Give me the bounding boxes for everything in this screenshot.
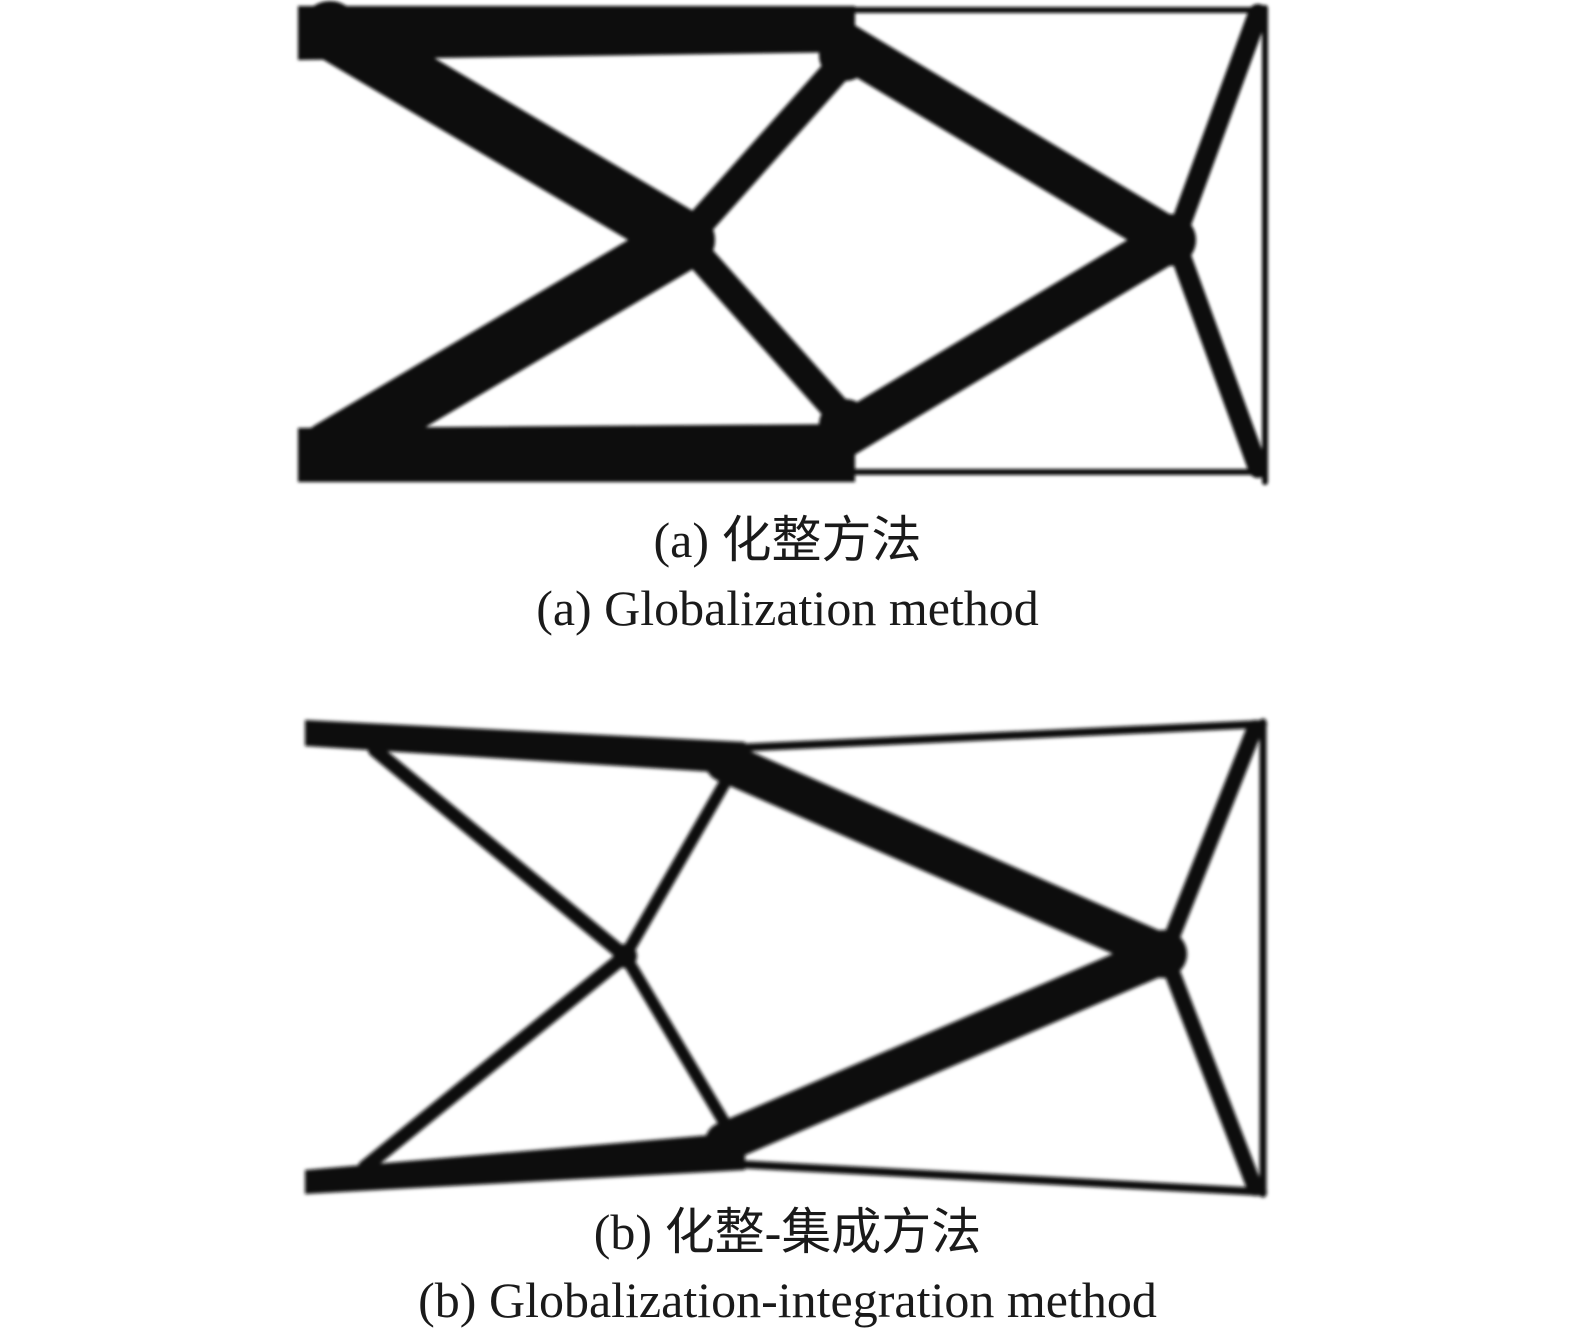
topology-structure-a <box>298 1 1268 485</box>
node-left-x <box>655 210 715 270</box>
main-diag-upper <box>823 23 1192 262</box>
caption-b-chinese: (b) 化整-集成方法 <box>593 1204 982 1260</box>
right-diag-upper <box>1157 720 1263 962</box>
right-diag-lower <box>1165 230 1268 478</box>
main-diag-lower <box>823 218 1192 457</box>
inner-diag-2 <box>619 950 736 1138</box>
left-diag-upper <box>301 1 714 269</box>
main-diag-lower <box>705 934 1183 1162</box>
node-right <box>1144 214 1196 266</box>
left-diag-upper <box>368 743 632 963</box>
left-diag-lower <box>301 211 714 479</box>
node-right <box>1139 930 1187 978</box>
bottom-chord-thick <box>298 424 855 482</box>
caption-b-english: (b) Globalization-integration method <box>418 1272 1157 1328</box>
node-left-x <box>613 944 637 968</box>
bottom-chord-thin <box>731 1160 1267 1196</box>
inner-diag-1 <box>619 768 736 962</box>
caption-a-chinese: (a) 化整方法 <box>653 512 922 568</box>
top-chord-thick <box>305 720 745 774</box>
right-diag-upper <box>1165 4 1268 250</box>
main-diag-upper <box>705 742 1183 974</box>
node-bottom <box>819 399 871 451</box>
caption-a-english: (a) Globalization method <box>536 580 1039 636</box>
left-diag-lower <box>358 949 632 1174</box>
topology-structure-b <box>305 718 1267 1198</box>
top-chord-thin <box>731 720 1267 752</box>
inner-diag-2 <box>671 226 864 439</box>
bottom-chord-thick <box>305 1132 745 1194</box>
top-chord-thick <box>298 6 855 60</box>
inner-diag-1 <box>671 41 864 254</box>
right-diag-lower <box>1157 946 1263 1196</box>
node-top <box>819 29 871 81</box>
